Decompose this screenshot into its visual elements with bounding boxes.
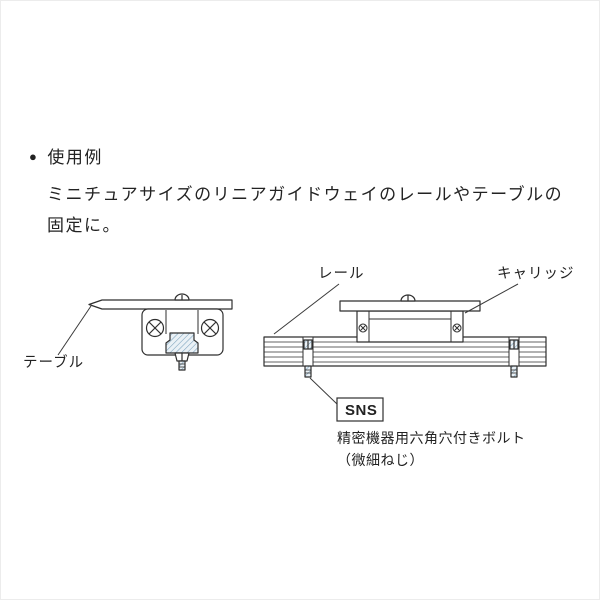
usage-heading-row: ● 使用例	[29, 143, 563, 168]
carriage-label: キャリッジ	[497, 266, 575, 282]
usage-note: ● 使用例 ミニチュアサイズのリニアガイドウェイのレールやテーブルの 固定に。	[29, 143, 563, 241]
table-screw-front	[174, 293, 190, 301]
sns-leader	[309, 377, 338, 405]
endcap-screw-left	[358, 323, 368, 333]
usage-heading: 使用例	[47, 148, 103, 167]
carriage-cavity	[165, 310, 199, 334]
carriage-side-details	[368, 311, 452, 342]
usage-line-2: 固定に。	[47, 216, 121, 235]
table-screw-side	[400, 294, 416, 302]
carriage-side	[356, 310, 464, 343]
table-leader	[57, 305, 92, 356]
sns-label-box	[336, 397, 384, 422]
rail-label: レール	[318, 266, 365, 282]
table-label: テーブル	[23, 353, 84, 371]
rail-cross-section	[165, 332, 199, 354]
rail-bolt-front	[174, 352, 190, 371]
table-plate-front	[88, 299, 233, 310]
sns-label: SNS	[345, 402, 377, 419]
endcap-screw-right	[452, 323, 462, 333]
rail-bolt-right	[508, 336, 520, 378]
flange-screw-left	[145, 318, 165, 338]
carriage-leader	[464, 283, 519, 314]
table-plate-side	[339, 300, 481, 312]
usage-line-1: ミニチュアサイズのリニアガイドウェイのレールやテーブルの	[47, 185, 564, 204]
bolt-note-label: （微細ねじ）	[337, 452, 424, 468]
flange-screw-right	[200, 318, 220, 338]
side-view	[263, 294, 547, 378]
front-view	[88, 293, 233, 371]
rail-bolt-left	[302, 336, 314, 378]
usage-body: ミニチュアサイズのリニアガイドウェイのレールやテーブルの 固定に。	[47, 179, 563, 241]
leader-lines	[57, 283, 519, 405]
bullet-icon: ●	[29, 149, 39, 164]
bolt-name-label: 精密機器用六角穴付きボルト	[337, 430, 526, 446]
rail-leader	[273, 283, 340, 335]
